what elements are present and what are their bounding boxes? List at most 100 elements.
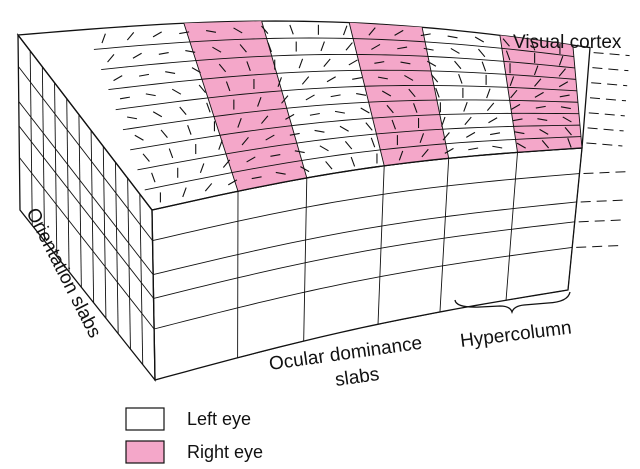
orientation-tick	[127, 116, 138, 120]
orientation-slab-line	[41, 66, 45, 241]
extension-dash	[589, 97, 627, 102]
extension-dash	[586, 142, 623, 147]
extension-dash	[583, 171, 630, 175]
orientation-tick	[185, 50, 196, 53]
orientation-tick	[187, 125, 192, 135]
orientation-tick	[261, 25, 269, 34]
extension-dash	[587, 127, 624, 132]
orientation-tick	[486, 88, 491, 99]
orientation-tick	[305, 94, 315, 101]
orientation-tick	[344, 141, 353, 150]
extension-dash	[578, 219, 625, 223]
orientation-tick	[423, 47, 434, 51]
orientation-tick	[426, 60, 437, 67]
orientation-slab-line	[54, 82, 58, 257]
orientation-tick	[171, 88, 182, 95]
orientation-tick	[267, 42, 272, 53]
orientation-slab-face	[17, 33, 156, 382]
orientation-tick	[458, 74, 463, 84]
orientation-tick	[182, 187, 187, 198]
extension-dash	[592, 67, 629, 72]
orientation-tick	[233, 27, 243, 34]
orientation-tick	[371, 43, 381, 50]
orientation-tick	[534, 91, 544, 98]
cortex-front-face	[151, 147, 583, 381]
orientation-tick	[386, 104, 394, 114]
orientation-tick	[481, 61, 487, 72]
orientation-tick	[257, 96, 262, 107]
extension-dash	[591, 82, 628, 87]
orientation-tick	[441, 116, 446, 127]
orientation-tick	[400, 61, 411, 65]
extension-dashes	[576, 52, 630, 248]
extension-dash	[588, 112, 625, 117]
top-grid-row	[144, 136, 581, 191]
orientation-tick	[285, 113, 295, 120]
orientation-tick	[330, 94, 341, 98]
orientation-tick	[505, 50, 511, 61]
orientation-tick	[132, 52, 142, 59]
orientation-tick	[391, 119, 397, 130]
top-stripe-boundary	[499, 35, 518, 153]
orientation-slab-line	[78, 114, 82, 288]
top-grid-row	[115, 85, 577, 111]
orientation-tick	[430, 74, 439, 83]
orientation-tick	[360, 107, 370, 114]
orientation-tick	[534, 78, 542, 87]
orientation-tick	[560, 106, 571, 110]
orientation-tick	[142, 153, 150, 162]
orientation-tick	[314, 129, 325, 133]
orientation-tick	[558, 81, 569, 88]
orientation-tick	[463, 102, 468, 112]
orientation-tick	[348, 59, 358, 66]
top-stripe-boundary	[348, 22, 385, 166]
legend-label-left-eye: Left eye	[187, 409, 251, 429]
orientation-slab-line	[115, 162, 119, 334]
side-layer-line	[19, 157, 155, 330]
orientation-tick	[158, 52, 169, 55]
orientation-tick	[356, 93, 367, 96]
orientation-tick	[468, 147, 479, 151]
orientation-tick	[343, 25, 348, 36]
orientation-tick	[444, 147, 454, 154]
right-eye-stripe-front	[505, 147, 583, 301]
orientation-tick	[261, 115, 269, 124]
extension-dash	[576, 244, 623, 248]
orientation-tick	[165, 71, 176, 74]
orientation-tick	[301, 76, 310, 85]
orientation-tick	[486, 102, 495, 111]
orientation-tick	[277, 77, 282, 87]
orientation-slab-line	[29, 50, 33, 226]
orientation-tick	[275, 171, 286, 175]
orientation-slab-line	[127, 178, 131, 350]
orientation-slab-line	[90, 130, 95, 303]
top-stripe-boundary	[183, 23, 239, 192]
orientation-tick	[294, 150, 305, 154]
side-layer-line	[18, 101, 154, 275]
orientation-tick	[413, 103, 418, 113]
orientation-tick	[319, 145, 329, 152]
orientation-tick	[152, 31, 162, 38]
orientation-tick	[206, 30, 217, 33]
orientation-tick	[113, 75, 123, 82]
orientation-tick	[421, 148, 429, 158]
orientation-tick	[464, 116, 472, 126]
right-eye-stripe-front	[377, 157, 450, 325]
orientation-tick	[222, 159, 231, 168]
front-layer-line	[153, 201, 577, 276]
orientation-tick	[350, 156, 356, 167]
legend-label-right-eye: Right eye	[187, 442, 263, 462]
orientation-tick	[559, 94, 570, 98]
front-face-outline	[151, 147, 583, 381]
orientation-tick	[539, 128, 549, 135]
legend: Left eye Right eye	[125, 407, 263, 464]
top-grid-row	[122, 99, 578, 131]
orientation-tick	[251, 176, 262, 180]
orientation-tick	[533, 65, 539, 76]
orientation-tick	[198, 84, 206, 94]
orientation-tick	[450, 47, 460, 54]
orientation-tick	[478, 48, 486, 58]
orientation-tick	[490, 132, 501, 136]
orientation-tick	[397, 46, 408, 50]
